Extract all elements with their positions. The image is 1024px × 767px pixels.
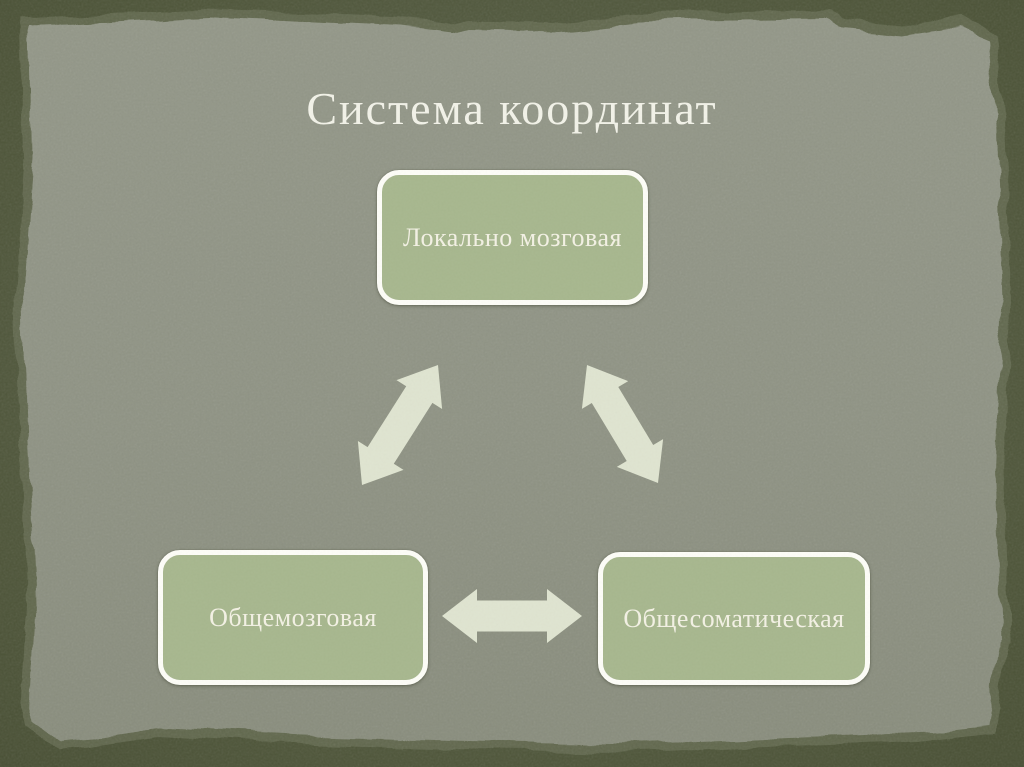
node-label: Общемозговая bbox=[209, 602, 377, 632]
node-label: Общесоматическая bbox=[623, 603, 845, 633]
slide-title: Система координат bbox=[306, 83, 718, 134]
node-locally-cerebral: Локально мозговая bbox=[377, 170, 648, 305]
node-general-somatic: Общесоматическая bbox=[598, 552, 870, 685]
node-label: Локально мозговая bbox=[403, 222, 622, 252]
node-general-cerebral: Общемозговая bbox=[158, 550, 428, 685]
